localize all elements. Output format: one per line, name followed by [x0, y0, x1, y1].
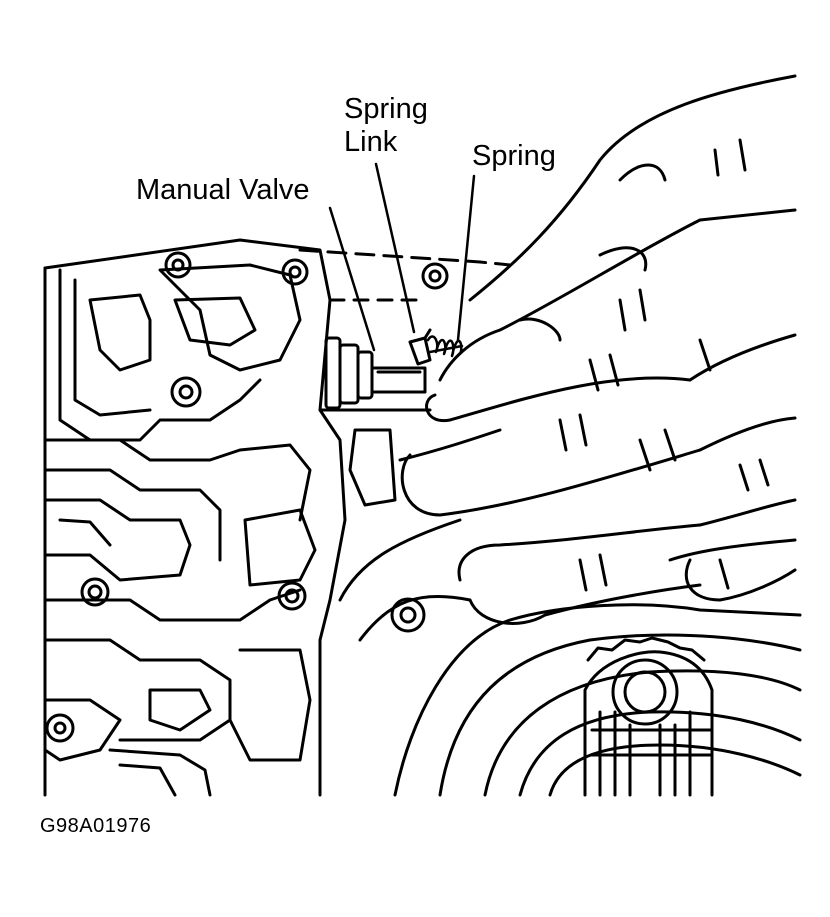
manual-valve-label: Manual Valve: [136, 174, 310, 206]
bolt-holes: [45, 251, 449, 743]
spring-link-label-line2: Link: [344, 126, 398, 158]
manual-valve-assembly: [324, 336, 427, 410]
pump-housing: [338, 518, 802, 797]
spring-link: [408, 328, 432, 366]
spring-coil: [426, 335, 464, 358]
spring-link-label: Spring Link: [344, 93, 428, 159]
fluid-passages: [43, 263, 397, 797]
spring-label: Spring: [472, 140, 556, 172]
input-shaft-gear: [583, 636, 714, 797]
spring-link-leader: [374, 162, 416, 334]
manual-valve-leader: [328, 206, 376, 352]
spring-leader: [456, 174, 476, 342]
leader-lines: [328, 162, 476, 352]
valve-body: [43, 238, 512, 797]
hand: [398, 74, 797, 625]
spring-link-label-line1: Spring: [344, 93, 428, 125]
figure-id: G98A01976: [40, 815, 152, 837]
